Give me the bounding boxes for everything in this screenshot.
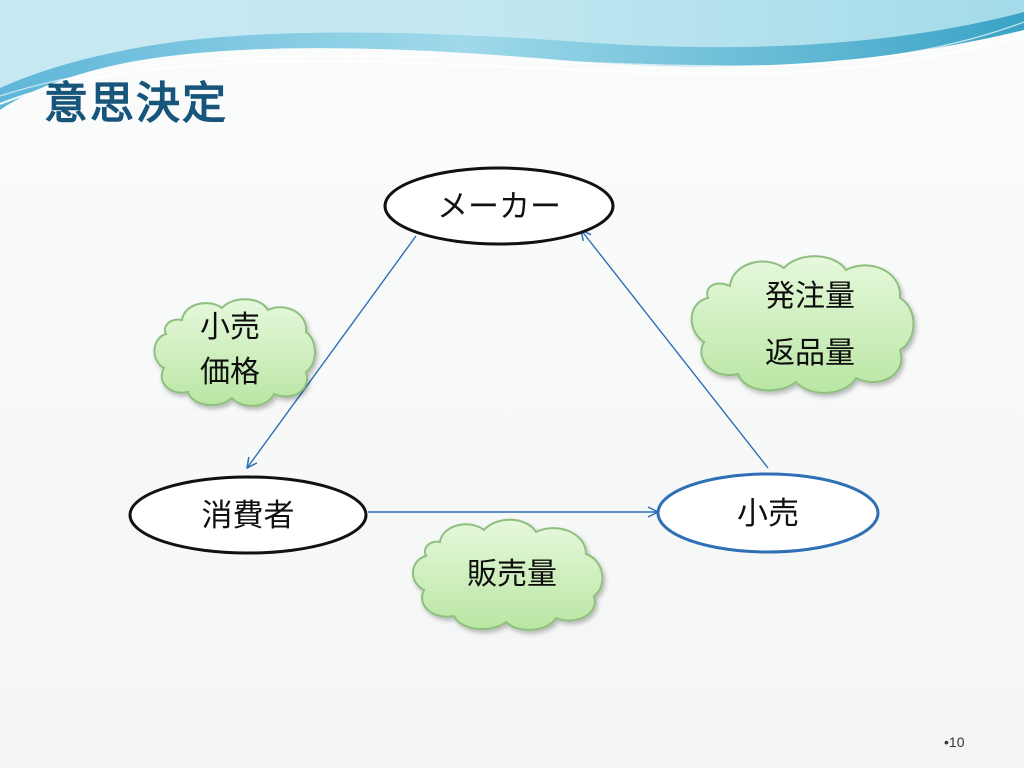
node-consumer-label: 消費者 xyxy=(202,498,295,534)
cloud-retail-price: 小売 価格 xyxy=(153,298,316,407)
cloud-order-return-line-2: 返品量 xyxy=(765,336,855,371)
cloud-sales-volume: 販売量 xyxy=(412,518,604,631)
node-retailer-label: 小売 xyxy=(737,496,799,532)
node-retailer: 小売 xyxy=(656,472,880,554)
page-number: •10 xyxy=(944,734,965,750)
slide-title: 意思決定 xyxy=(44,78,228,129)
cloud-order-return-line-1: 発注量 xyxy=(765,279,855,314)
node-maker: メーカー xyxy=(383,166,615,246)
node-consumer: 消費者 xyxy=(128,475,368,555)
edge-retailer-to-maker xyxy=(581,230,769,469)
cloud-retail-price-line-1: 小売 xyxy=(200,310,260,345)
cloud-retail-price-line-2: 価格 xyxy=(200,355,260,390)
node-maker-label: メーカー xyxy=(437,189,561,225)
cloud-sales-volume-label: 販売量 xyxy=(467,557,557,592)
cloud-order-return: 発注量 返品量 xyxy=(690,255,915,394)
edge-maker-to-consumer xyxy=(247,235,417,468)
header-wave-decoration xyxy=(0,0,1024,110)
